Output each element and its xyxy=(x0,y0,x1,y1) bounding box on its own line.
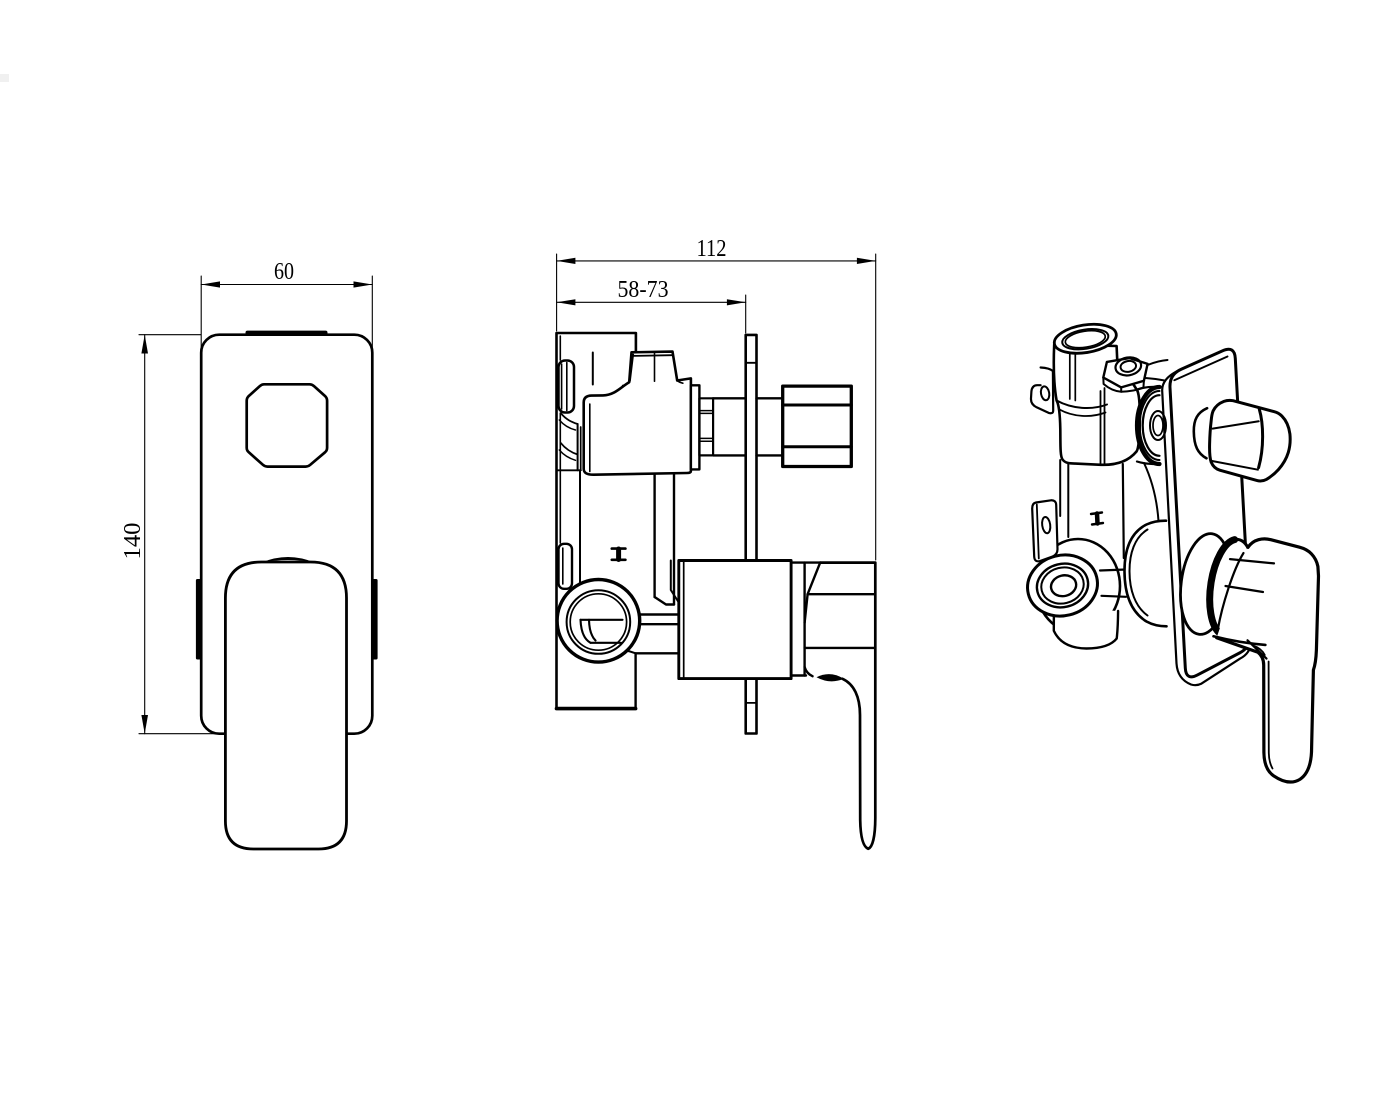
svg-text:112: 112 xyxy=(697,236,727,262)
svg-text:140: 140 xyxy=(120,523,146,560)
svg-text:58-73: 58-73 xyxy=(618,277,669,303)
svg-text:60: 60 xyxy=(274,259,294,285)
